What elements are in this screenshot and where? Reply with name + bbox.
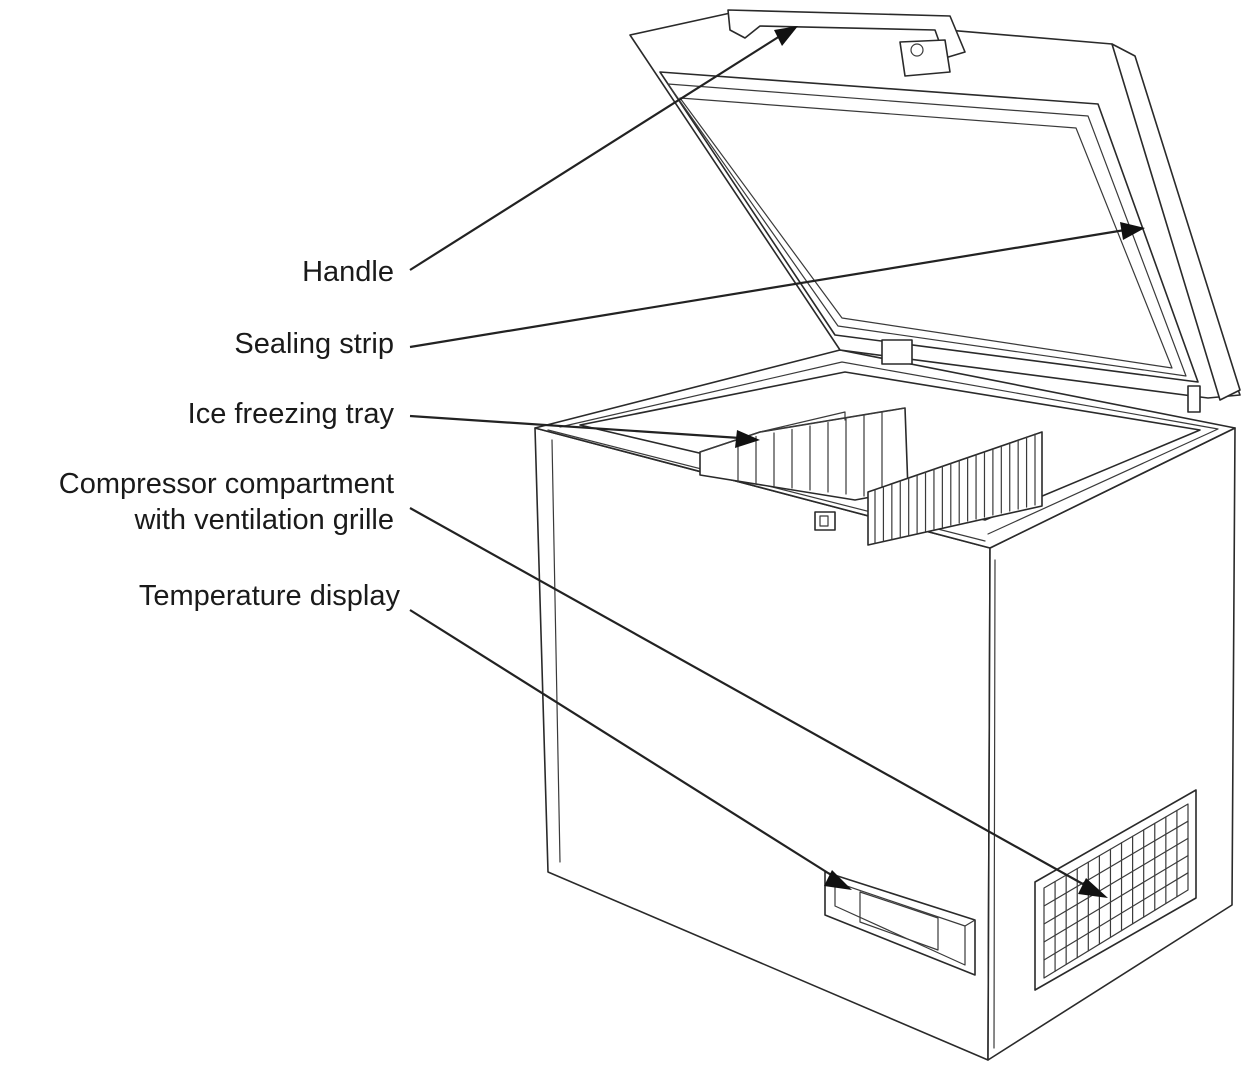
label-ice-tray-text: Ice freezing tray (187, 398, 394, 430)
ventilation-grille-drawing (1034, 789, 1197, 991)
grille-horizontal-line (1043, 820, 1189, 907)
arrow-temperature-display-head (824, 870, 852, 890)
label-compressor-compartment: Compressor compartment with ventilation … (59, 466, 394, 538)
label-compressor-line2: with ventilation grille (134, 504, 394, 536)
arrow-sealing-strip-head (1120, 222, 1145, 240)
temperature-display-drawing (824, 871, 976, 976)
label-handle: Handle (302, 254, 394, 290)
grille-horizontal-line (1043, 854, 1189, 943)
arrow-ice-tray (409, 414, 741, 440)
arrow-compressor-head (1078, 878, 1108, 898)
label-sealing-strip: Sealing strip (234, 326, 394, 362)
arrow-ice-tray-head (735, 430, 760, 448)
arrow-compressor (409, 507, 1091, 889)
freezer-lid (629, 11, 1241, 413)
leader-arrows (409, 26, 1145, 898)
arrow-handle (409, 35, 781, 271)
grille-horizontal-line (1043, 837, 1189, 925)
arrow-handle-head (774, 26, 798, 46)
label-compressor-line1: Compressor compartment (58, 468, 394, 500)
grille-horizontal-line (1043, 872, 1189, 961)
label-ice-freezing-tray: Ice freezing tray (188, 396, 394, 432)
label-sealing-strip-text: Sealing strip (234, 328, 394, 360)
handle-drawing (727, 9, 966, 77)
divider-grille-drawing (867, 431, 1043, 546)
label-handle-text: Handle (302, 256, 394, 288)
arrow-sealing-strip (409, 228, 1126, 349)
label-temperature-display-text: Temperature display (138, 580, 400, 612)
label-temperature-display: Temperature display (139, 578, 400, 614)
arrow-temperature-display (409, 609, 837, 879)
